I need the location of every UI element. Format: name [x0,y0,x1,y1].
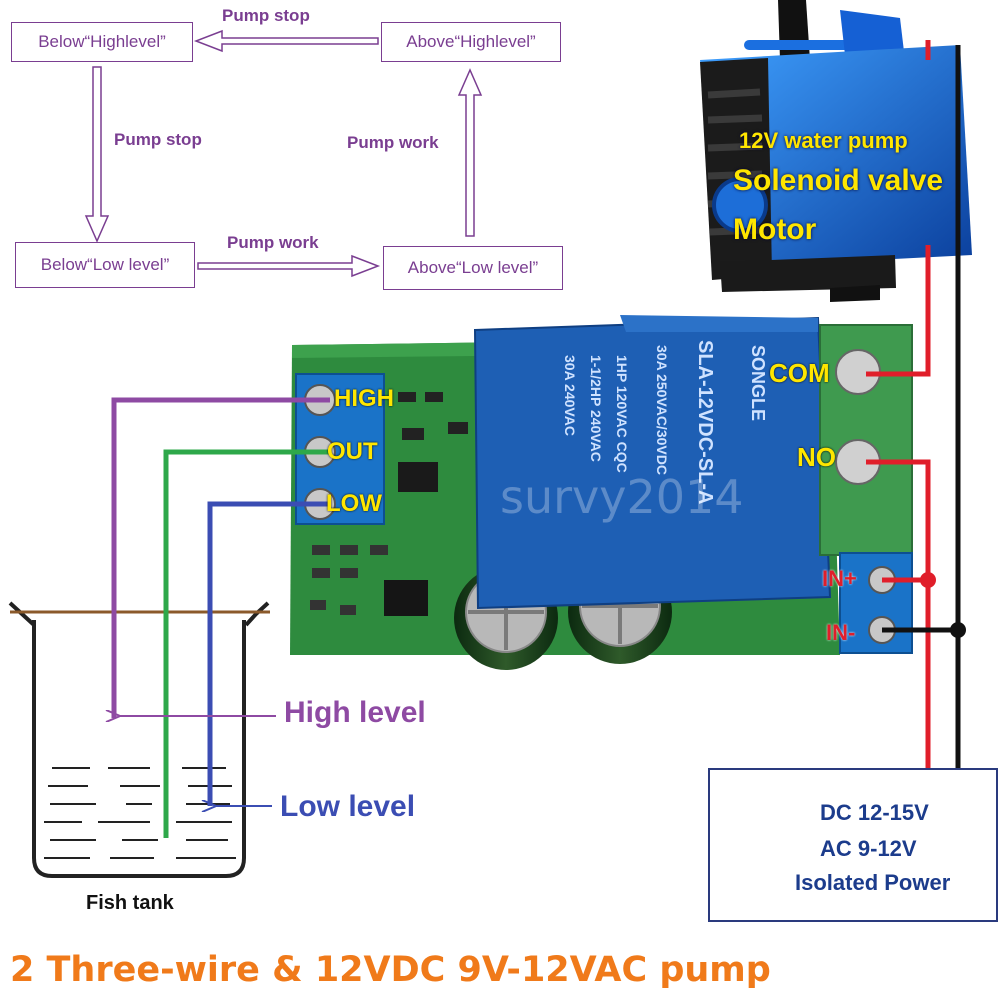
terminal-no: NO [797,442,836,472]
fish-tank [8,601,270,878]
fish-tank-caption: Fish tank [86,892,174,914]
box-above-high-level: Above“Highlevel” [381,22,561,62]
wire-com-red [866,245,931,377]
isolated-power-box: DC 12-15V AC 9-12V Isolated Power [708,768,998,922]
box-below-high-level: Below“Highlevel” [11,22,193,62]
pump-label-12v: 12V water pump [739,128,908,153]
terminal-high: HIGH [334,385,394,412]
level-controller-board [290,315,913,670]
arrow-bottom-right [197,254,381,278]
label-pump-stop-top: Pump stop [222,6,310,25]
label-pump-stop-left: Pump stop [114,130,202,149]
power-wires [866,40,961,768]
tank-body [32,620,246,878]
arrow-right-up [457,68,483,237]
relay-rating-2: 1HP 120VAC CQC [614,355,630,473]
wire-out [163,449,330,838]
terminal-in-plus: IN+ [822,566,857,591]
label-pump-work-right: Pump work [347,133,439,152]
water-waves [44,767,236,859]
power-isolated-label: Isolated Power [795,870,951,895]
arrow-left-down [84,66,110,243]
watermark: survy2014 [500,470,744,524]
terminal-com: COM [769,358,830,388]
power-dc-spec: DC 12-15V [820,800,929,825]
ic-chip [384,580,428,616]
relay-rating-1: 30A 250VAC/30VDC [654,345,670,475]
relay-rating-3: 1-1/2HP 240VAC [588,355,604,462]
low-level-label: Low level [280,790,416,823]
terminal-out: OUT [327,438,378,465]
box-below-low-level: Below“Low level” [15,242,195,288]
footer-caption: 2 Three-wire & 12VDC 9V-12VAC pump [10,950,771,990]
wire-no-red [866,459,931,768]
terminal-low: LOW [326,490,382,517]
wire-low [207,501,330,806]
box-above-low-level: Above“Low level” [383,246,563,290]
pump-label-solenoid: Solenoid valve [733,164,944,197]
terminal-in-minus: IN- [826,620,856,645]
water-pump-image [700,0,972,302]
relay-brand: SONGLE [748,345,768,422]
label-pump-work-bottom: Pump work [227,233,319,252]
relay-rating-4: 30A 240VAC [562,355,578,436]
arrow-top-left [193,29,379,53]
pump-label-motor: Motor [733,213,817,246]
probe-wires [111,397,330,838]
high-level-label: High level [284,696,426,729]
power-ac-spec: AC 9-12V [820,836,917,861]
wire-high [111,397,330,718]
flow-arrows [84,29,483,278]
